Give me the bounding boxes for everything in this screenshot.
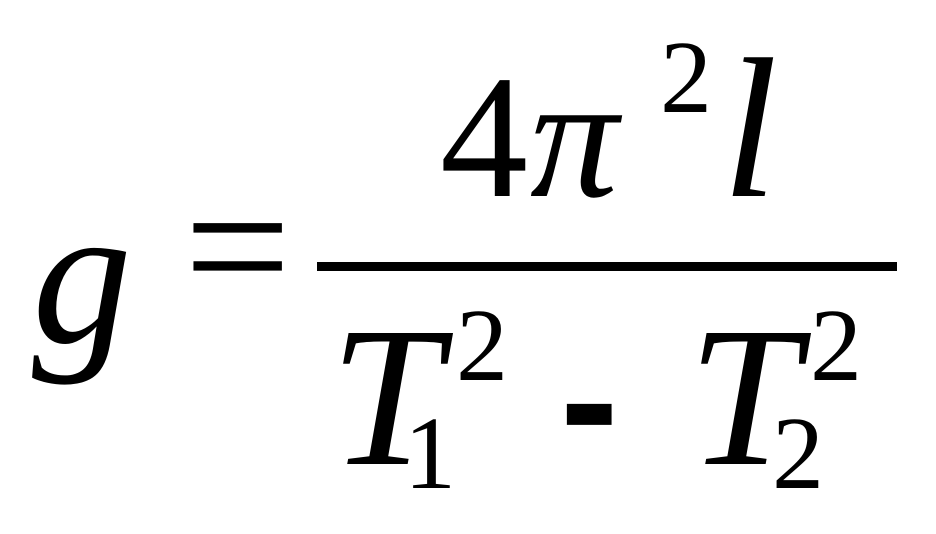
numerator-variable: l bbox=[722, 19, 778, 240]
fraction-bar bbox=[317, 262, 897, 271]
denominator-term2-base: T bbox=[688, 287, 800, 508]
lhs-variable: g bbox=[32, 165, 132, 386]
equals-sign: = bbox=[184, 142, 292, 352]
minus-sign: - bbox=[560, 302, 619, 498]
denominator-term2-subscript: 2 bbox=[772, 396, 824, 511]
numerator-coefficient: 4 bbox=[440, 40, 528, 235]
denominator-term1-subscript: 1 bbox=[404, 396, 456, 511]
denominator-term1-base: T bbox=[330, 287, 442, 508]
numerator-pi-symbol: π bbox=[530, 40, 619, 235]
numerator-exponent: 2 bbox=[660, 20, 712, 135]
denominator-term2-superscript: 2 bbox=[810, 288, 862, 403]
denominator-term1-superscript: 2 bbox=[456, 288, 508, 403]
